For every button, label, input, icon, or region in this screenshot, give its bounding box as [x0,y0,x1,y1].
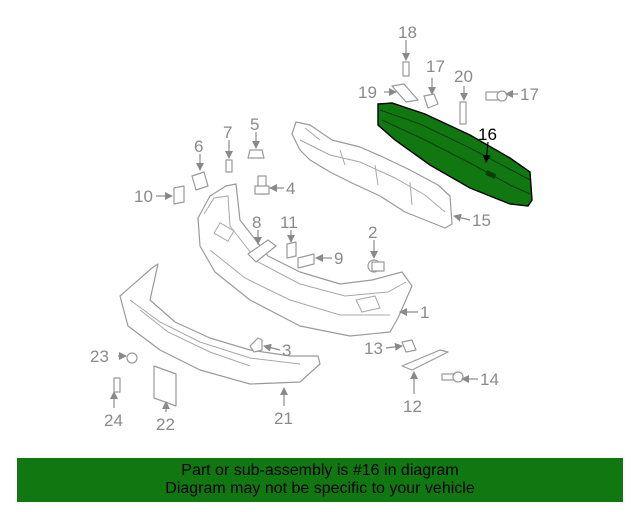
callout-5[interactable]: 5 [250,115,259,134]
screw-part-18[interactable] [402,61,410,77]
push-clip-part-3[interactable] [249,337,263,353]
bumper-cover-part-1[interactable] [197,183,413,337]
callout-13[interactable]: 13 [364,339,383,358]
nut-part-5[interactable] [247,149,265,159]
bracket-part-19[interactable] [391,83,419,103]
callout-3[interactable]: 3 [282,341,291,360]
callout-11[interactable]: 11 [280,213,298,232]
bolt-part-14[interactable] [441,371,464,383]
callout-8[interactable]: 8 [252,213,261,232]
callout-17-right[interactable]: 17 [520,85,539,104]
banner-line-selected-part: Part or sub-assembly is #16 in diagram [181,462,459,479]
callout-23[interactable]: 23 [90,347,109,366]
bolt-part-24[interactable] [113,377,121,393]
callout-14[interactable]: 14 [480,370,499,389]
callout-21[interactable]: 21 [274,409,293,428]
callout-22[interactable]: 22 [156,415,175,434]
bumper-reinforcement-part-16[interactable] [377,102,533,207]
callout-15[interactable]: 15 [472,211,491,230]
bracket-part-6[interactable] [191,171,209,191]
callout-10[interactable]: 10 [134,187,153,206]
deflector-part-12[interactable] [401,349,449,371]
energy-absorber-part-15[interactable] [291,121,453,229]
lower-cover-part-21[interactable] [119,263,321,385]
callout-9[interactable]: 9 [334,249,343,268]
selection-info-banner: Part or sub-assembly is #16 in diagram D… [17,458,623,502]
bolt-part-4[interactable] [254,175,270,195]
callout-16[interactable]: 16 [478,125,497,144]
screw-part-7[interactable] [225,159,233,173]
callout-24[interactable]: 24 [104,411,123,430]
callout-18[interactable]: 18 [398,23,417,42]
callout-4[interactable]: 4 [286,179,295,198]
bolt-part-17-right[interactable] [485,90,508,102]
leader-lines [110,40,518,412]
bumper-exploded-diagram: 1 2 3 4 5 6 7 8 9 10 11 12 13 14 15 16 1… [90,23,539,434]
callout-7[interactable]: 7 [223,123,232,142]
bracket-part-10[interactable] [173,185,185,205]
callout-12[interactable]: 12 [403,397,422,416]
callout-17-left[interactable]: 17 [426,57,445,76]
clip-part-13[interactable] [401,339,417,353]
callout-1[interactable]: 1 [420,303,429,322]
cover-part-22[interactable] [153,365,177,407]
callout-labels: 1 2 3 4 5 6 7 8 9 10 11 12 13 14 15 16 1… [90,23,539,434]
banner-line-disclaimer: Diagram may not be specific to your vehi… [165,480,475,497]
callout-20[interactable]: 20 [454,67,473,86]
bracket-part-9[interactable] [297,253,315,269]
bolt-part-17-left[interactable] [423,93,439,109]
fastener-part-2[interactable] [367,259,385,273]
clip-part-23[interactable] [126,352,138,364]
callout-19[interactable]: 19 [358,83,377,102]
callout-2[interactable]: 2 [368,223,377,242]
callout-6[interactable]: 6 [194,137,203,156]
clip-part-11[interactable] [286,241,297,259]
bracket-part-20[interactable] [459,101,467,125]
